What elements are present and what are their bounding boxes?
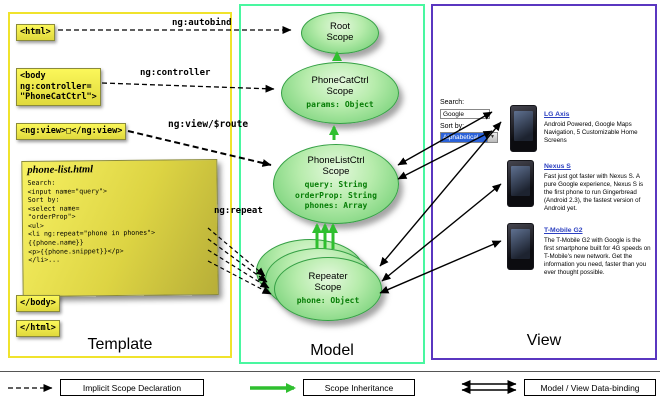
ng-view-tag: <ng:view>□</ng:view> xyxy=(16,123,127,140)
phone-description-nexus-s: Fast just got faster with Nexus S. A pur… xyxy=(544,173,644,213)
phonecatctrl-scope-title: PhoneCatCtrl Scope xyxy=(311,74,369,97)
ng-view-route-label: ng:view/$route xyxy=(168,119,249,130)
repeater-scope-title: Repeater Scope xyxy=(308,270,348,293)
repeater-scope-ellipse: Repeater Scope phone: Object xyxy=(274,257,382,321)
view-sort-label: Sort by: xyxy=(440,123,465,130)
html-close-tag: </html> xyxy=(16,320,60,337)
body-close-tag: </body> xyxy=(16,295,60,312)
phonelistctrl-scope-props: query: String orderProp: String phones: … xyxy=(295,180,377,211)
legend-implicit-scope-declaration: Implicit Scope Declaration xyxy=(60,379,204,396)
phonelistctrl-scope-title: PhoneListCtrl Scope xyxy=(307,155,365,178)
template-column-label: Template xyxy=(87,336,153,353)
phonecatctrl-scope-ellipse: PhoneCatCtrl Scope params: Object xyxy=(281,62,399,124)
view-sort-select[interactable]: Alphabetical ▼ xyxy=(440,132,498,143)
phone-thumbnail-tmobile-g2[interactable] xyxy=(507,223,534,270)
phone-link-tmobile-g2[interactable]: T-Mobile G2 xyxy=(544,227,583,234)
phonelistctrl-scope-ellipse: PhoneListCtrl Scope query: String orderP… xyxy=(273,144,399,224)
legend-model-view-data-binding: Model / View Data-binding xyxy=(524,379,656,396)
phone-screen xyxy=(511,229,530,259)
repeater-scope-props: phone: Object xyxy=(296,295,360,305)
phone-thumbnail-nexus-s[interactable] xyxy=(507,160,534,207)
view-column: Search: Sort by: Alphabetical ▼ LG Axis … xyxy=(431,4,657,360)
ng-repeat-label: ng:repeat xyxy=(214,206,263,216)
view-search-label: Search: xyxy=(440,99,465,106)
html-open-tag: <html> xyxy=(16,24,55,41)
ng-autobind-label: ng:autobind xyxy=(172,18,232,28)
legend-divider xyxy=(0,371,660,372)
model-column: Root Scope PhoneCatCtrl Scope params: Ob… xyxy=(239,4,425,364)
note-title: phone-list.html xyxy=(27,164,94,176)
phone-list-template-note: phone-list.html Search: <input name="que… xyxy=(21,158,219,298)
view-sort-selected-option: Alphabetical xyxy=(441,133,487,142)
note-code: Search: <input name="query"> Sort by: <s… xyxy=(27,178,156,265)
ng-controller-label: ng:controller xyxy=(140,68,211,78)
phone-screen xyxy=(514,111,533,141)
legend-double-arrow xyxy=(461,380,517,394)
phone-thumbnail-lg-axis[interactable] xyxy=(510,105,537,152)
root-scope-ellipse: Root Scope xyxy=(301,12,379,54)
view-search-input[interactable] xyxy=(440,109,490,119)
dropdown-arrow-icon: ▼ xyxy=(487,133,497,142)
root-scope-title: Root Scope xyxy=(326,21,354,43)
phone-description-lg-axis: Android Powered, Google Maps Navigation,… xyxy=(544,121,638,145)
phone-screen xyxy=(511,166,530,196)
view-column-label: View xyxy=(526,332,562,349)
phone-description-tmobile-g2: The T-Mobile G2 with Google is the first… xyxy=(544,237,651,277)
phone-link-lg-axis[interactable]: LG Axis xyxy=(544,111,570,118)
model-column-label: Model xyxy=(310,342,354,359)
phonecatctrl-scope-props: params: Object xyxy=(306,99,374,109)
template-column: <html> <body ng:controller= "PhoneCatCtr… xyxy=(8,12,232,358)
body-open-tag: <body ng:controller= "PhoneCatCtrl"> xyxy=(16,68,101,106)
legend-scope-inheritance: Scope Inheritance xyxy=(303,379,415,396)
phone-link-nexus-s[interactable]: Nexus S xyxy=(544,163,571,170)
